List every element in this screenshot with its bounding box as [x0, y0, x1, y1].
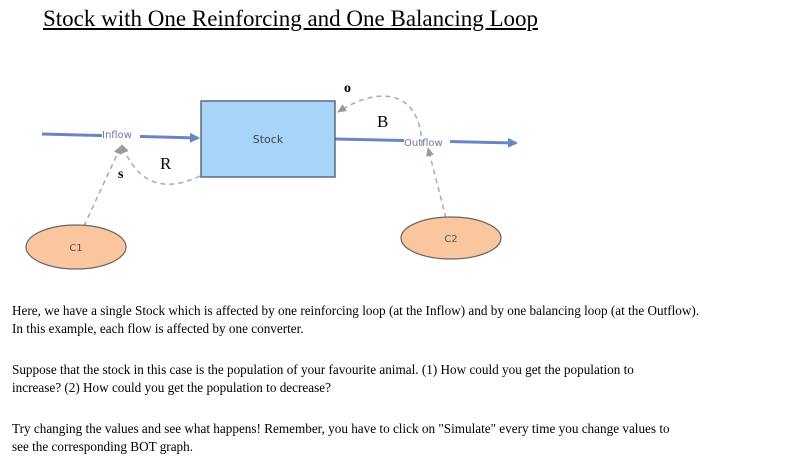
page-title: Stock with One Reinforcing and One Balan… [43, 6, 539, 31]
paragraph-intro: Here, we have a single Stock which is af… [12, 302, 699, 338]
text-line: Here, we have a single Stock which is af… [12, 303, 700, 318]
paragraph-question: Suppose that the stock in this case is t… [12, 361, 634, 397]
inflow-label[interactable]: Inflow [102, 130, 132, 141]
link-stock-to-inflow [121, 144, 201, 185]
text-line: In this example, each flow is affected b… [12, 321, 304, 336]
text-line: Suppose that the stock in this case is t… [12, 362, 634, 377]
link-outflow-to-stock [337, 95, 423, 146]
converter-c1-label: C1 [69, 243, 82, 254]
outflow-label[interactable]: Outflow [404, 138, 443, 149]
converter-c2[interactable] [400, 216, 502, 260]
paragraph-instructions: Try changing the values and see what hap… [12, 420, 670, 456]
converter-c1[interactable] [25, 224, 127, 270]
text-line: Try changing the values and see what hap… [12, 421, 670, 436]
text-line: increase? (2) How could you get the popu… [12, 380, 331, 395]
link-c1-to-inflow [83, 145, 122, 227]
stock-label: Stock [253, 133, 284, 146]
stock-box[interactable] [200, 100, 336, 178]
polarity-o-label: o [344, 81, 351, 96]
link-c2-to-outflow [426, 147, 447, 219]
text-line: see the corresponding BOT graph. [12, 439, 194, 454]
loop-b-label: B [377, 112, 388, 131]
stock-flow-diagram: Stock Inflow Outflow C1 C2 R B s o [25, 81, 518, 270]
converter-c2-label: C2 [444, 234, 457, 245]
loop-r-label: R [160, 154, 172, 173]
polarity-s-label: s [118, 167, 124, 182]
